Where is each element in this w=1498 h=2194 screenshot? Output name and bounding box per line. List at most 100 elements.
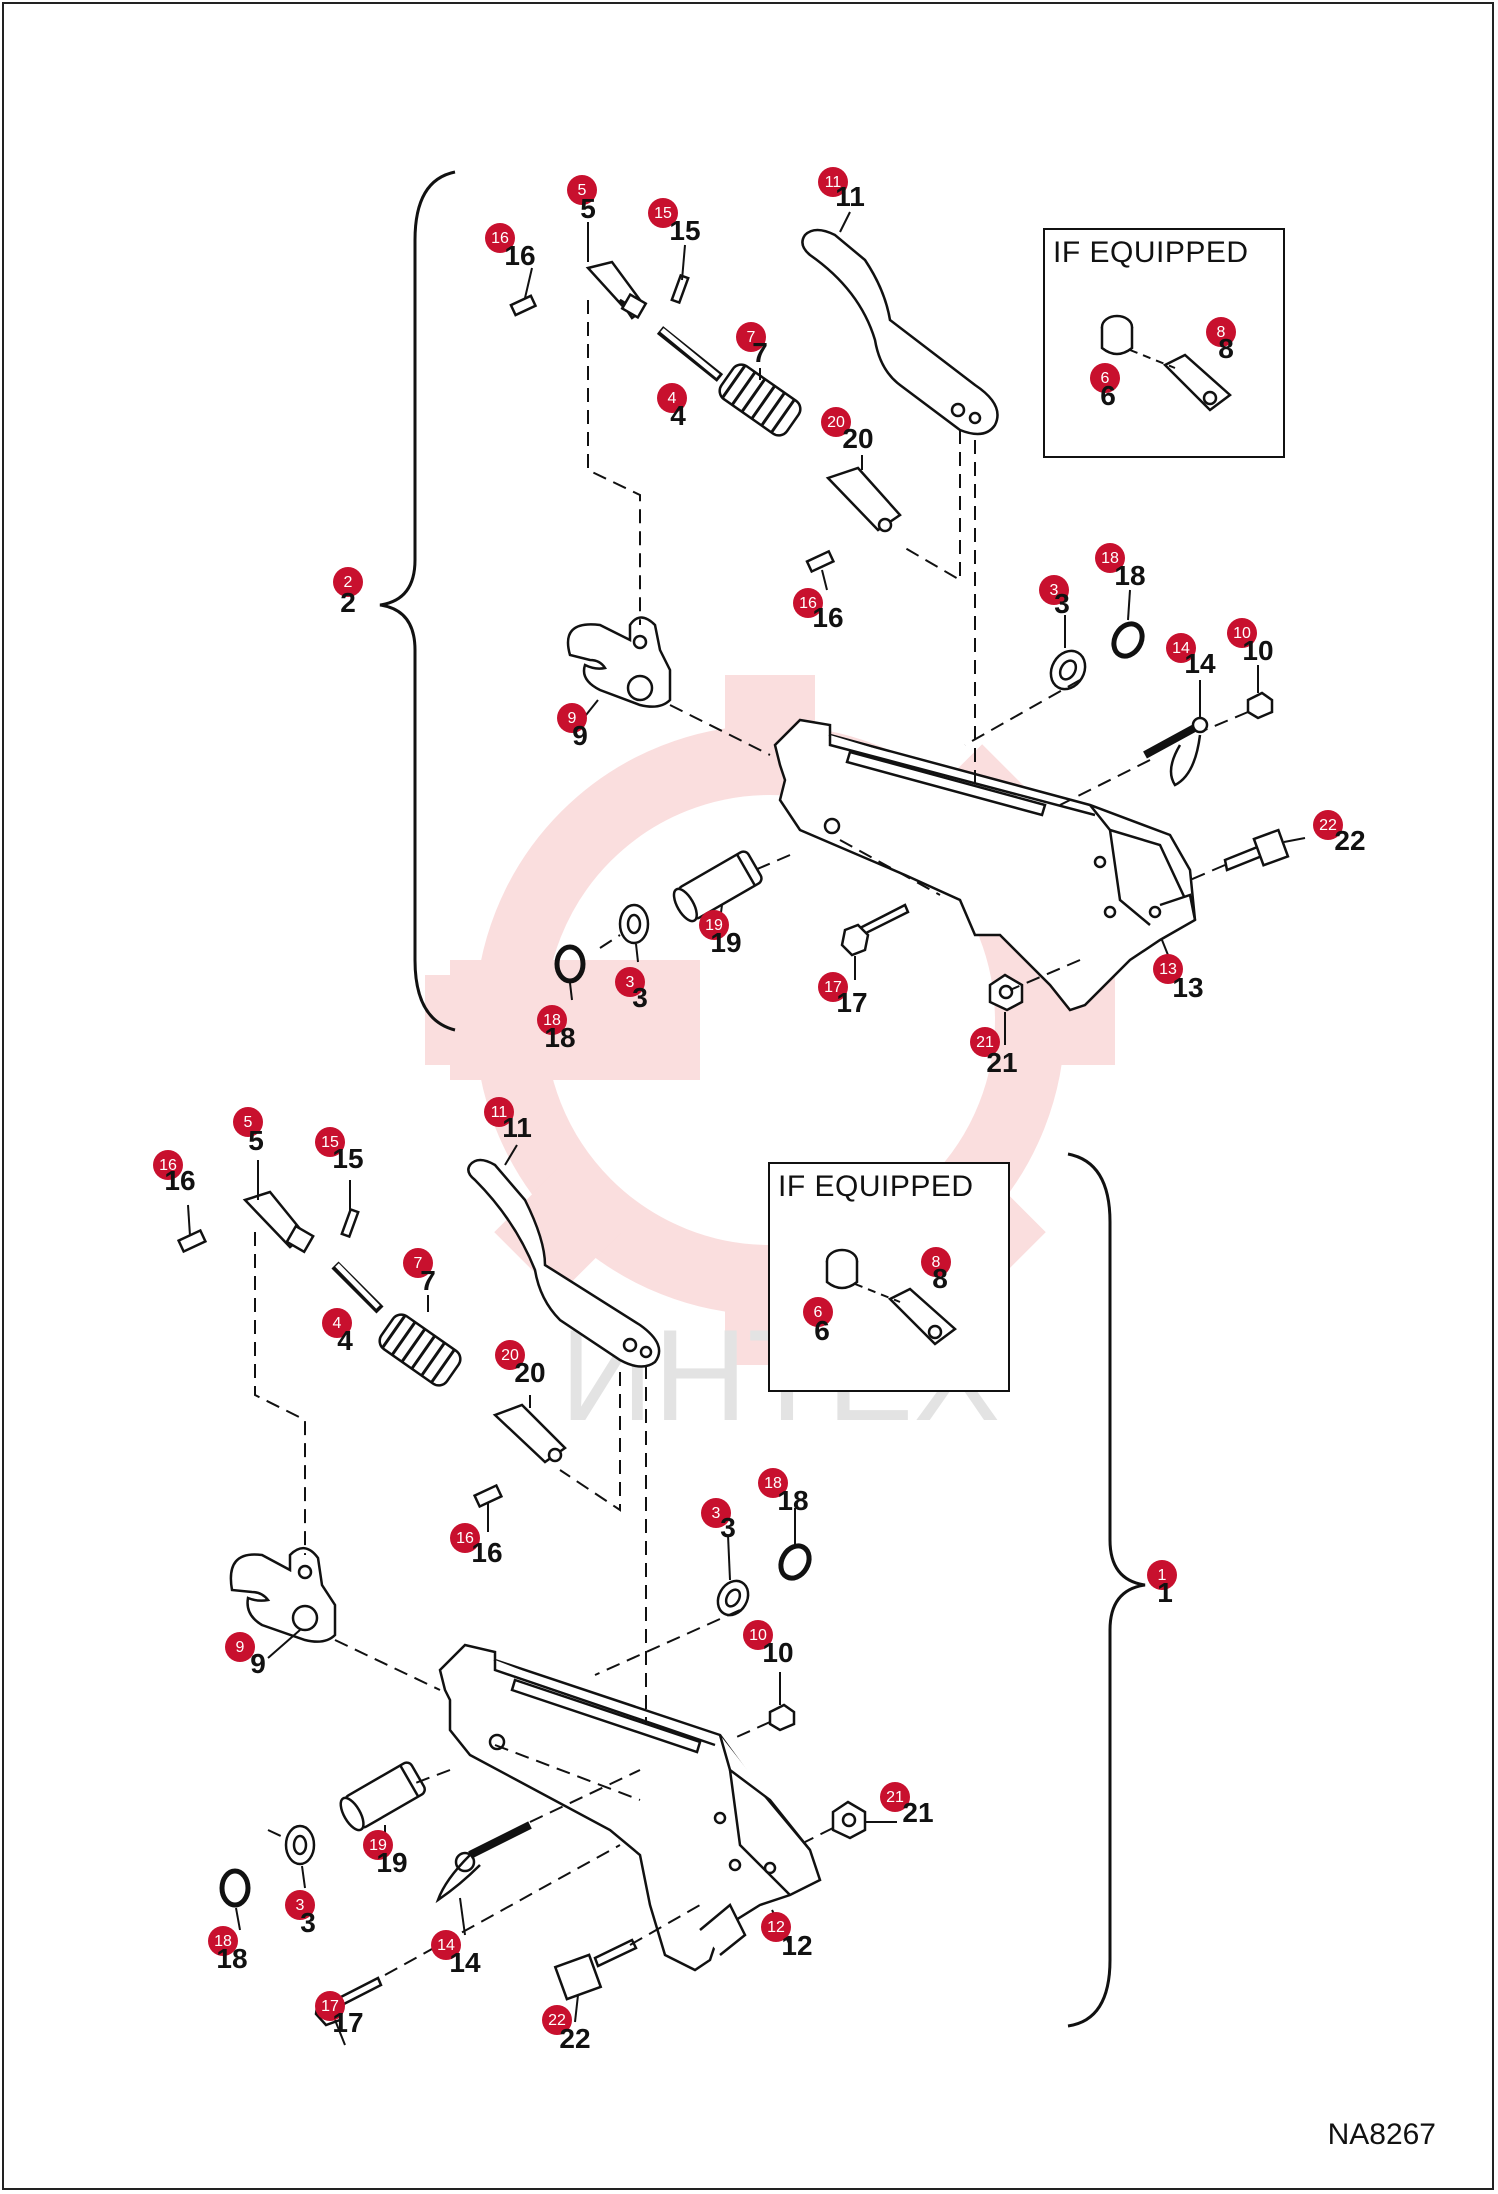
callout-number: 7: [420, 1265, 436, 1296]
callout-number: 10: [1242, 635, 1273, 666]
lower-part-callout-5: 55: [233, 1107, 264, 1156]
upper-part-callout-5: 55: [567, 175, 597, 224]
callout-number: 3: [300, 1907, 316, 1938]
callout-number: 16: [504, 240, 535, 271]
callout-bubble: [1227, 618, 1257, 648]
callout-bubble-number: 14: [1172, 640, 1190, 657]
callout-bubble: [1313, 810, 1343, 840]
callout-number: 8: [932, 1263, 948, 1294]
callout-bubble-number: 16: [456, 1530, 474, 1547]
callout-number: 7: [752, 337, 768, 368]
callout-bubble: [761, 1912, 791, 1942]
if-equipped-label: IF EQUIPPED: [778, 1170, 974, 1203]
lower-part-callout-4: 44: [322, 1308, 353, 1356]
lower-part-callout-3: 33: [285, 1890, 316, 1938]
callout-number: 15: [332, 1143, 363, 1174]
callout-bubble: [758, 1468, 788, 1498]
callout-bubble: [818, 972, 848, 1002]
brace-upper: [379, 170, 456, 1032]
callout-number: 20: [514, 1357, 545, 1388]
callout-bubble: [701, 1498, 731, 1528]
callout-bubble-number: 22: [548, 2012, 566, 2029]
callout-bubble: [403, 1248, 433, 1278]
callout-bubble-number: 17: [824, 979, 842, 996]
callout-bubble-number: 5: [244, 1114, 253, 1131]
callout-bubble-number: 20: [501, 1347, 519, 1364]
if-equipped-label: IF EQUIPPED: [1053, 236, 1249, 269]
callout-number: 18: [777, 1485, 808, 1516]
callout-bubble-number: 15: [321, 1134, 339, 1151]
callout-bubble: [615, 967, 645, 997]
callout-bubble: [736, 322, 766, 352]
callout-leaders: [187, 211, 1306, 2046]
callout-bubble-number: 8: [1217, 324, 1226, 341]
callout-bubble: [567, 175, 597, 205]
callout-number: 16: [812, 602, 843, 633]
callout-number: 16: [164, 1165, 195, 1196]
callout-bubble: [743, 1620, 773, 1650]
callout-bubble: [699, 910, 729, 940]
callout-bubble-number: 11: [825, 174, 842, 191]
callout-bubble-number: 19: [369, 1837, 387, 1854]
callout-number: 3: [720, 1512, 736, 1543]
callout-bubble: [537, 1005, 567, 1035]
callout-bubble-number: 8: [932, 1254, 941, 1271]
lever-part: [801, 228, 999, 436]
callout-bubble-number: 15: [654, 205, 672, 222]
callout-bubble-number: 21: [976, 1034, 994, 1051]
callout-number: 1: [1157, 1577, 1173, 1608]
callout-number: 6: [1100, 380, 1116, 411]
callout-bubble-number: 21: [886, 1789, 904, 1806]
callout-bubble-number: 2: [344, 574, 353, 591]
callout-bubble: [431, 1930, 461, 1960]
callout-number: 3: [632, 982, 648, 1013]
callout-number: 18: [216, 1943, 247, 1974]
callout-bubble-number: 10: [749, 1627, 767, 1644]
upper-assembly-callout: 22: [333, 567, 363, 618]
callout-bubble: [648, 198, 678, 228]
upper-part-callout-3: 33: [615, 967, 648, 1013]
callout-bubble-number: 19: [705, 917, 723, 934]
callout-bubble: [484, 1097, 514, 1127]
callout-bubble: [1095, 543, 1125, 573]
callout-number: 4: [670, 400, 686, 431]
callout-number: 10: [762, 1637, 793, 1668]
callout-bubble-number: 14: [437, 1937, 455, 1954]
upper-part-callout-4: 44: [657, 383, 687, 431]
callout-bubble: [495, 1340, 525, 1370]
callout-number: 11: [835, 181, 865, 212]
callout-bubble-number: 11: [491, 1104, 508, 1121]
lower-part-callout-9: 99: [225, 1632, 266, 1679]
callout-bubble: [1166, 633, 1196, 663]
callout-bubble: [225, 1632, 255, 1662]
callout-bubble: [285, 1890, 315, 1920]
callout-bubble: [880, 1782, 910, 1812]
callout-bubble-number: 16: [799, 595, 817, 612]
callout-bubble: [315, 1991, 345, 2021]
upper-if-equipped-callout-8: 88: [1206, 317, 1236, 364]
callout-number: 11: [502, 1112, 532, 1143]
callout-bubble: [485, 223, 515, 253]
upper-if-equipped-callout-6: 66: [1090, 363, 1120, 411]
callout-bubble-number: 12: [767, 1919, 785, 1936]
upper-part-callout-9: 99: [557, 703, 588, 751]
callout-bubble-number: 17: [321, 1998, 339, 2015]
callout-bubble: [970, 1027, 1000, 1057]
callout-bubble: [1090, 363, 1120, 393]
callout-bubble-number: 4: [668, 390, 677, 407]
callout-bubble-number: 10: [1233, 625, 1251, 642]
